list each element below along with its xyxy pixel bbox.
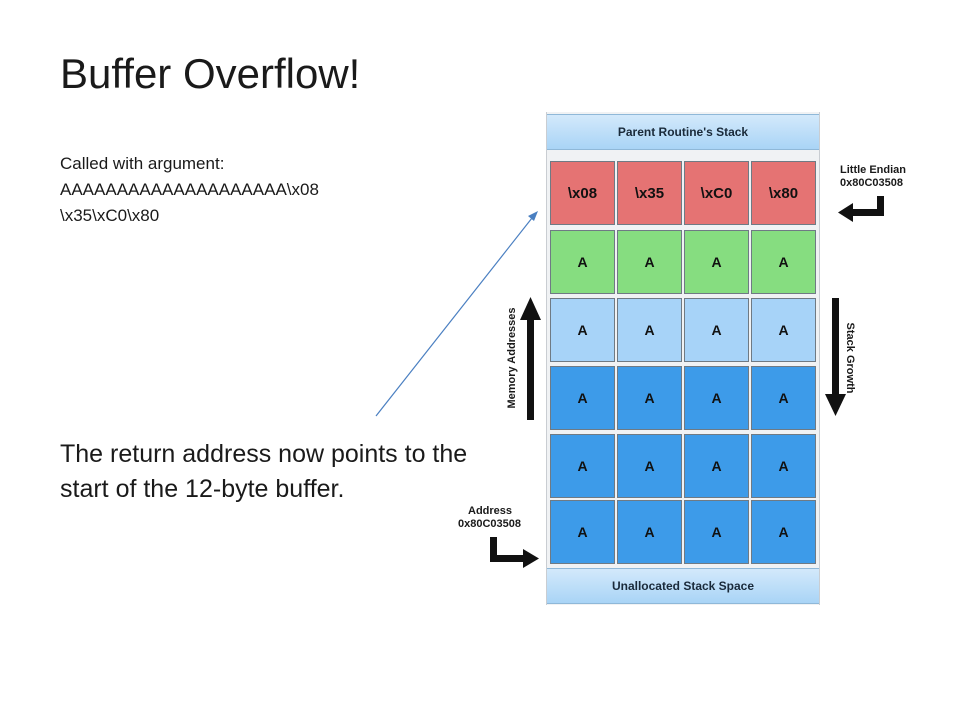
- little-endian-value: 0x80C03508: [840, 177, 904, 189]
- buffer-row: A A A A: [549, 500, 817, 564]
- parent-routine-stack-bar: Parent Routine's Stack: [547, 114, 819, 150]
- explanation-text: The return address now points to the sta…: [60, 440, 468, 503]
- return-address-byte: \x08: [550, 161, 615, 225]
- buffer-byte: A: [550, 298, 615, 362]
- argument-label: Called with argument:: [60, 154, 225, 173]
- buffer-row: A A A A: [549, 366, 817, 430]
- unallocated-stack-space-bar: Unallocated Stack Space: [547, 568, 819, 604]
- little-endian-title: Little Endian: [840, 164, 906, 176]
- return-address-byte: \xC0: [684, 161, 749, 225]
- stack-growth-down-arrow: [825, 298, 846, 416]
- slide-title: Buffer Overflow!: [60, 50, 361, 97]
- buffer-byte: A: [617, 230, 682, 294]
- buffer-byte: A: [684, 434, 749, 498]
- buffer-byte: A: [617, 366, 682, 430]
- buffer-byte: A: [751, 366, 816, 430]
- return-address-byte: \x80: [751, 161, 816, 225]
- buffer-byte: A: [751, 230, 816, 294]
- buffer-byte: A: [550, 434, 615, 498]
- buffer-byte: A: [684, 230, 749, 294]
- little-endian-arrow-icon: [838, 196, 884, 222]
- buffer-row: A A A A: [549, 434, 817, 498]
- buffer-row: A A A A: [549, 230, 817, 294]
- buffer-byte: A: [684, 500, 749, 564]
- buffer-byte: A: [550, 500, 615, 564]
- buffer-byte: A: [684, 366, 749, 430]
- address-arrow-icon: [490, 537, 539, 568]
- address-label: Address 0x80C03508: [458, 505, 521, 531]
- return-address-row: \x08 \x35 \xC0 \x80: [549, 161, 817, 225]
- buffer-byte: A: [550, 230, 615, 294]
- memory-addresses-up-arrow: [520, 297, 541, 420]
- argument-line-1: AAAAAAAAAAAAAAAAAAAA\x08: [60, 180, 319, 199]
- buffer-byte: A: [617, 298, 682, 362]
- pointer-arrow: [375, 211, 538, 417]
- stack-diagram: Parent Routine's Stack \x08 \x35 \xC0 \x…: [546, 112, 820, 605]
- buffer-byte: A: [617, 500, 682, 564]
- buffer-byte: A: [550, 366, 615, 430]
- address-value: 0x80C03508: [458, 518, 522, 530]
- buffer-row: A A A A: [549, 298, 817, 362]
- argument-block: Called with argument: AAAAAAAAAAAAAAAAAA…: [60, 151, 319, 229]
- little-endian-label: Little Endian 0x80C03508: [840, 164, 906, 190]
- buffer-byte: A: [751, 500, 816, 564]
- buffer-byte: A: [751, 298, 816, 362]
- buffer-byte: A: [617, 434, 682, 498]
- return-address-byte: \x35: [617, 161, 682, 225]
- buffer-byte: A: [684, 298, 749, 362]
- argument-line-2: \x35\xC0\x80: [60, 206, 160, 225]
- address-title: Address: [468, 505, 513, 517]
- buffer-byte: A: [751, 434, 816, 498]
